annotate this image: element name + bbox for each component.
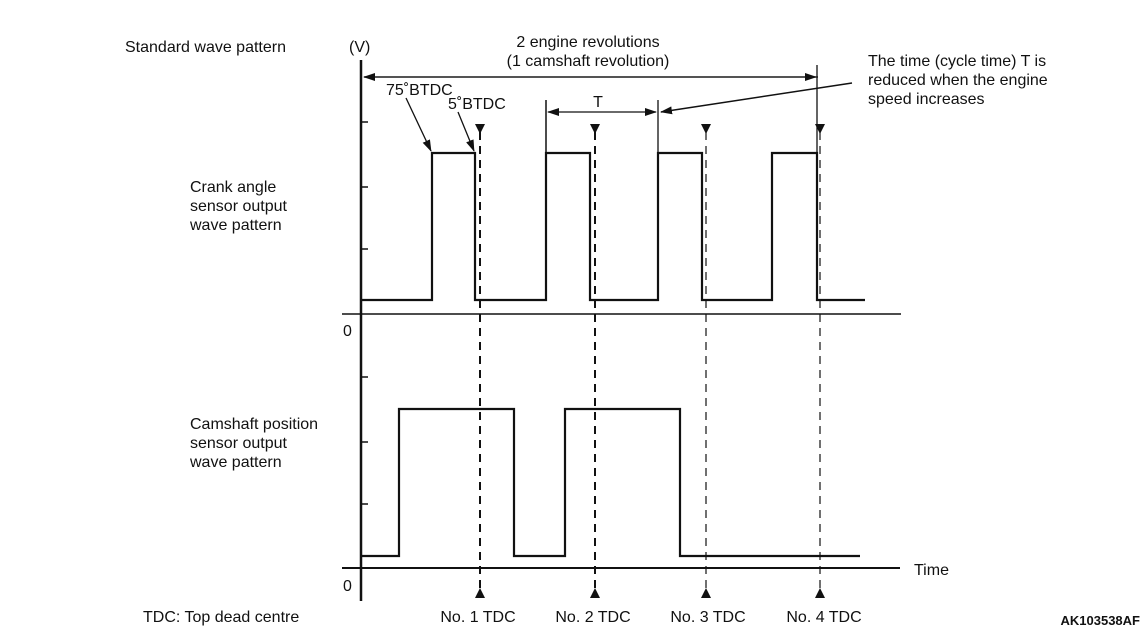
zero-label-crank: 0	[343, 323, 352, 340]
span-label-1: 2 engine revolutions	[516, 34, 659, 51]
y-unit-label: (V)	[349, 39, 370, 56]
note-line-3: speed increases	[868, 91, 985, 108]
crank-waveform	[361, 151, 865, 302]
tdc-legend: TDC: Top dead centre	[143, 609, 299, 626]
note-line-1: The time (cycle time) T is	[868, 53, 1046, 70]
note-line-2: reduced when the engine	[868, 72, 1048, 89]
leader-75btdc	[405, 97, 432, 152]
note-leader	[660, 82, 853, 115]
angle-label-75: 75˚BTDC	[386, 82, 453, 99]
leader-5btdc	[457, 111, 475, 152]
x-axis-label: Time	[914, 562, 949, 579]
tdc-marker-top-3	[701, 124, 711, 134]
tdc-label-1: No. 1 TDC	[440, 609, 515, 626]
tdc-marker-top-1	[475, 124, 485, 134]
cam-waveform	[361, 407, 860, 558]
tdc-markers-top	[475, 124, 825, 134]
tdc-label-3: No. 3 TDC	[670, 609, 745, 626]
zero-label-cam: 0	[343, 578, 352, 595]
tdc-marker-top-4	[815, 124, 825, 134]
tdc-marker-bottom-4	[815, 588, 825, 598]
tdc-marker-bottom-3	[701, 588, 711, 598]
diagram-title: Standard wave pattern	[125, 39, 286, 56]
tdc-label-4: No. 4 TDC	[786, 609, 861, 626]
cam-label-3: wave pattern	[189, 454, 282, 471]
period-label: T	[593, 94, 603, 111]
tdc-marker-bottom-2	[590, 588, 600, 598]
crank-label-3: wave pattern	[189, 217, 282, 234]
tdc-label-2: No. 2 TDC	[555, 609, 630, 626]
span-label-2: (1 camshaft revolution)	[507, 53, 670, 70]
crank-label-2: sensor output	[190, 198, 288, 215]
figure-code: AK103538AF	[1061, 613, 1141, 628]
tdc-marker-bottom-1	[475, 588, 485, 598]
tdc-lines	[479, 132, 596, 590]
cam-label-2: sensor output	[190, 435, 288, 452]
tdc-markers-bottom	[475, 588, 825, 598]
cam-label-1: Camshaft position	[190, 416, 318, 433]
y-ticks	[361, 121, 368, 505]
tdc-marker-top-2	[590, 124, 600, 134]
crank-label-1: Crank angle	[190, 179, 276, 196]
angle-label-5: 5˚BTDC	[448, 96, 506, 113]
